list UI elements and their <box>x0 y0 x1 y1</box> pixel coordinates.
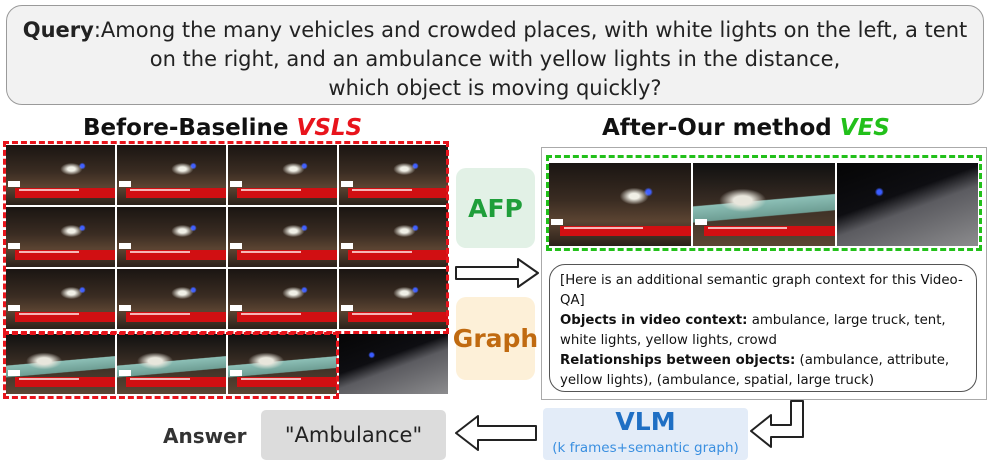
video-frame-thumbnail <box>116 333 227 395</box>
query-line-3: which object is moving quickly? <box>328 76 662 100</box>
video-frame-thumbnail <box>5 206 116 268</box>
answer-label: Answer <box>163 424 247 448</box>
left-heading: Before-Baseline VSLS <box>83 115 362 141</box>
graph-intro: [Here is an additional semantic graph co… <box>560 273 963 308</box>
vlm-subtitle: (k frames+semantic graph) <box>552 440 739 456</box>
left-heading-prefix: Before-Baseline <box>83 115 297 141</box>
graph-relations: Relationships between objects: (ambulanc… <box>560 351 966 391</box>
video-frame-thumbnail <box>227 206 338 268</box>
right-heading: After-Our method VES <box>602 115 890 141</box>
right-method-name: VES <box>839 115 890 141</box>
result-panel <box>541 147 987 400</box>
video-frame-thumbnail <box>116 206 227 268</box>
graph-objects: Objects in video context: ambulance, lar… <box>560 311 966 351</box>
video-frame-thumbnail <box>116 268 227 330</box>
graph-module: Graph <box>452 297 539 380</box>
arrow-right-icon <box>455 258 539 288</box>
relations-value: (ambulance, attribute, yellow lights), (… <box>560 353 950 388</box>
video-frame-thumbnail <box>338 333 449 395</box>
video-frame-thumbnail <box>5 268 116 330</box>
selected-frames-box <box>546 155 982 251</box>
query-line-2: on the right, and an ambulance with yell… <box>149 47 841 71</box>
afp-module: AFP <box>456 168 535 248</box>
objects-label: Objects in video context: <box>560 313 748 328</box>
video-frame-thumbnail <box>548 162 692 247</box>
query-text: Query:Among the many vehicles and crowde… <box>6 16 984 103</box>
answer-value: "Ambulance" <box>284 423 423 447</box>
query-box <box>6 5 984 105</box>
video-frame-thumbnail <box>836 162 979 247</box>
graph-label: Graph <box>452 324 539 353</box>
video-frame-thumbnail <box>338 144 449 206</box>
objects-value: ambulance, large truck, tent, white ligh… <box>560 313 946 348</box>
vlm-title: VLM <box>615 407 676 436</box>
semantic-graph-context: [Here is an additional semantic graph co… <box>549 264 977 392</box>
video-frame-thumbnail <box>227 144 338 206</box>
video-frame-thumbnail <box>116 144 227 206</box>
arrow-left-icon <box>455 415 537 451</box>
arrow-down-left-icon <box>750 400 804 448</box>
query-line-1: :Among the many vehicles and crowded pla… <box>93 18 968 42</box>
video-frame-thumbnail <box>227 268 338 330</box>
vlm-box <box>543 408 748 460</box>
video-frame-thumbnail <box>338 206 449 268</box>
video-frame-thumbnail <box>5 144 116 206</box>
video-frame-thumbnail <box>692 162 836 247</box>
answer-box: "Ambulance" <box>261 410 446 460</box>
relations-label: Relationships between objects: <box>560 353 796 368</box>
left-method-name: VSLS <box>296 115 363 141</box>
query-label: Query <box>22 18 94 42</box>
afp-label: AFP <box>468 193 523 223</box>
baseline-selection-box-last-row <box>3 332 339 399</box>
right-heading-prefix: After-Our method <box>602 115 840 141</box>
